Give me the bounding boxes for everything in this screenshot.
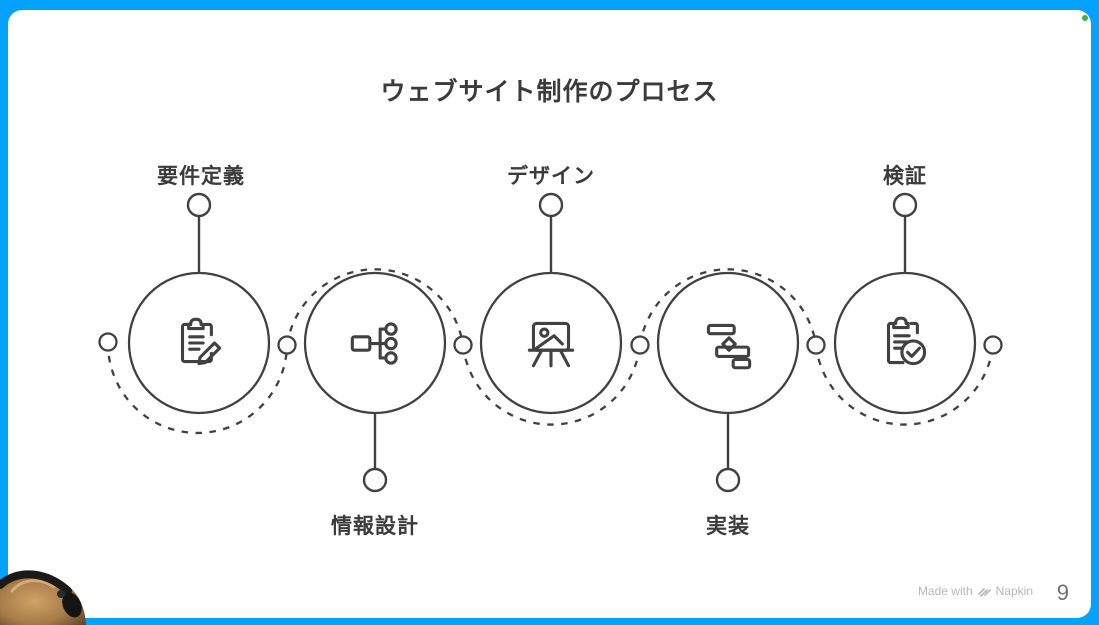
made-with-napkin-badge[interactable]: Made with Napkin [918, 584, 1033, 598]
clipboard-check-icon [886, 316, 927, 366]
headset-hinge-icon [57, 590, 65, 598]
status-dot [1082, 15, 1088, 21]
slide-title: ウェブサイト制作のプロセス [380, 78, 719, 106]
brand-name-label: Napkin [995, 584, 1033, 598]
hair-highlight [10, 579, 56, 593]
headset-earcup-icon [62, 592, 82, 618]
step-label-implementation: 実装 [706, 515, 750, 538]
easel-picture-icon [527, 321, 575, 368]
stem-node [186, 192, 212, 218]
step-label-requirements: 要件定義 [157, 165, 245, 188]
sitemap-icon [350, 322, 398, 365]
junction-dot [277, 335, 297, 355]
step-circle-4 [656, 271, 800, 415]
step-label-design: デザイン [507, 165, 595, 188]
stem-node [538, 192, 564, 218]
dashed-arc-2 [285, 268, 465, 346]
presentation-slide: ウェブサイト制作のプロセス [8, 10, 1091, 618]
presenter-webcam-overlay [0, 570, 86, 625]
stem-node [715, 467, 741, 493]
dashed-arc-1 [106, 341, 289, 435]
gantt-chart-icon [706, 323, 752, 370]
headset-band-icon [0, 570, 72, 595]
napkin-logo-icon [977, 588, 991, 597]
made-with-label: Made with [917, 584, 973, 598]
junction-dot [453, 335, 473, 355]
dashed-arc-3 [461, 344, 642, 426]
stem-node [892, 192, 918, 218]
page-number: 9 [1056, 580, 1069, 605]
junction-dot [630, 335, 650, 355]
junction-dot [806, 335, 826, 355]
junction-dot [983, 335, 1003, 355]
dashed-arc-5 [814, 344, 995, 426]
junction-dot [98, 332, 118, 352]
clipboard-pencil-icon [180, 317, 222, 366]
step-label-verification: 検証 [883, 165, 927, 188]
step-circle-3 [479, 271, 623, 415]
stem-node [362, 467, 388, 493]
dashed-arc-4 [638, 268, 818, 346]
step-label-information-design: 情報設計 [331, 515, 419, 538]
